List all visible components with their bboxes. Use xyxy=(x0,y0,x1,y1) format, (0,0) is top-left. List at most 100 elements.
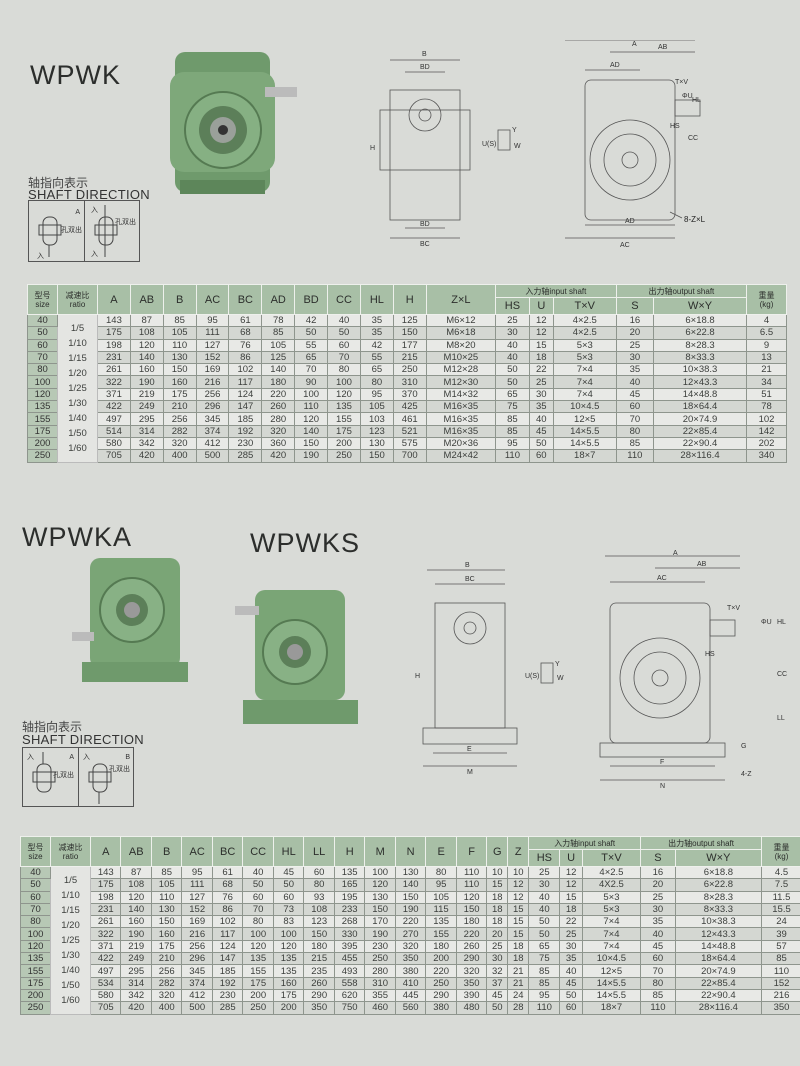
column-header: H xyxy=(392,284,427,315)
table-cell: 7×4 xyxy=(581,939,642,954)
dim-label: B xyxy=(465,562,470,569)
table-cell: 340 xyxy=(746,449,787,463)
table-cell: 5×3 xyxy=(552,350,617,365)
shaft-direction-en: SHAFT DIRECTION xyxy=(28,187,150,202)
table-cell: 461 xyxy=(392,412,427,426)
header-input-shaft: 入力轴input shaft xyxy=(495,283,617,299)
table-cell: 40 xyxy=(615,375,655,389)
ratio-value: 1/30 xyxy=(61,949,80,961)
header-weight-cn: 重量 xyxy=(758,290,775,300)
dim-label: W xyxy=(557,675,564,682)
table-cell: 108 xyxy=(129,326,164,340)
table-cell: 155 xyxy=(327,412,361,426)
table-cell: M16×35 xyxy=(425,400,497,414)
table-cell: 4X2.5 xyxy=(581,878,642,892)
label-in: 入 xyxy=(83,754,90,761)
header-weight: 重量(kg) xyxy=(746,284,787,315)
column-header: H xyxy=(333,836,366,867)
label-a: A xyxy=(69,754,74,761)
table-cell: 61 xyxy=(211,865,244,880)
table-cell: 12×43.3 xyxy=(653,375,747,389)
table-cell: 250 xyxy=(364,952,396,966)
table-cell: 30 xyxy=(495,326,530,340)
table-cell: 22 xyxy=(559,915,583,929)
column-header: W×Y xyxy=(674,849,763,867)
header-weight: 重量(kg) xyxy=(761,836,800,867)
size-cell: 250 xyxy=(27,449,58,463)
table-cell: 8×28.3 xyxy=(653,338,747,352)
dim-label: G xyxy=(741,743,746,750)
table-cell: 78 xyxy=(261,313,296,328)
table-cell: 95 xyxy=(528,988,561,1003)
table-cell: 60 xyxy=(303,865,335,880)
table-cell: 420 xyxy=(129,449,164,463)
table-cell: 12 xyxy=(559,865,583,880)
table-cell: 15 xyxy=(528,338,554,352)
ratio-value: 1/60 xyxy=(61,994,80,1006)
table-cell: 76 xyxy=(211,890,244,904)
dim-label: T×V xyxy=(727,605,740,612)
table-cell: 110 xyxy=(455,865,488,880)
table-cell: 290 xyxy=(303,988,335,1003)
table-cell: M12×30 xyxy=(425,375,497,389)
table-cell: 18 xyxy=(486,902,509,917)
table-cell: 70 xyxy=(327,350,361,365)
table-cell: 30 xyxy=(486,952,509,966)
table-cell: 152 xyxy=(181,902,213,917)
table-cell: 85 xyxy=(615,436,655,451)
table-cell: 65 xyxy=(528,939,561,954)
label-out: 孔双出 xyxy=(115,219,136,226)
table-cell: 160 xyxy=(120,915,152,929)
table-cell: 8×28.3 xyxy=(674,890,763,904)
table-cell: 190 xyxy=(129,375,164,389)
table-cell: 330 xyxy=(333,927,366,941)
dim-label: T×V xyxy=(675,79,688,86)
column-header: Z xyxy=(507,836,530,867)
table-cell: 130 xyxy=(150,902,183,917)
dim-label: CC xyxy=(688,135,698,142)
table-cell: 70 xyxy=(615,412,655,426)
reducer-outline-icon xyxy=(88,763,112,804)
size-cell: 120 xyxy=(27,387,58,402)
table-cell: 22×85.4 xyxy=(674,976,763,990)
column-header: AC xyxy=(195,284,230,315)
table-cell: 60 xyxy=(327,338,361,352)
table-cell: 22×90.4 xyxy=(674,988,763,1003)
table-cell: 400 xyxy=(162,449,197,463)
table-cell: 45 xyxy=(272,865,305,880)
table-cell: 50 xyxy=(272,878,305,892)
table-cell: 60 xyxy=(242,890,274,904)
header-output-shaft: 出力轴output shaft xyxy=(615,283,748,299)
table-cell: 21 xyxy=(507,976,530,990)
column-header: HS xyxy=(528,849,561,867)
table-cell: 140 xyxy=(294,424,329,438)
table-cell: 25 xyxy=(528,375,554,389)
table-cell: 295 xyxy=(120,964,152,978)
table-cell: 100 xyxy=(242,927,274,941)
table-cell: 14×5.5 xyxy=(552,424,617,438)
table-cell: 147 xyxy=(211,952,244,966)
table-cell: 322 xyxy=(97,375,131,389)
table-cell: 282 xyxy=(150,976,183,990)
table-cell: 374 xyxy=(181,976,213,990)
header-size-en: size xyxy=(35,299,50,309)
ratio-value: 1/15 xyxy=(68,352,87,364)
column-header: CC xyxy=(242,836,274,867)
table-cell: 35 xyxy=(615,363,655,377)
table-cell: M20×36 xyxy=(425,436,497,451)
table-cell: 420 xyxy=(120,1001,152,1015)
table-cell: M8×20 xyxy=(425,338,497,352)
label-out: 孔双出 xyxy=(61,227,82,234)
table-cell: 12×5 xyxy=(552,412,617,426)
label-out: 孔双出 xyxy=(53,772,74,779)
table-cell: 143 xyxy=(97,313,131,328)
dim-label: AB xyxy=(697,561,707,568)
table-cell: 40 xyxy=(495,338,530,352)
table-cell: 39 xyxy=(761,927,800,941)
table-cell: 215 xyxy=(303,952,335,966)
